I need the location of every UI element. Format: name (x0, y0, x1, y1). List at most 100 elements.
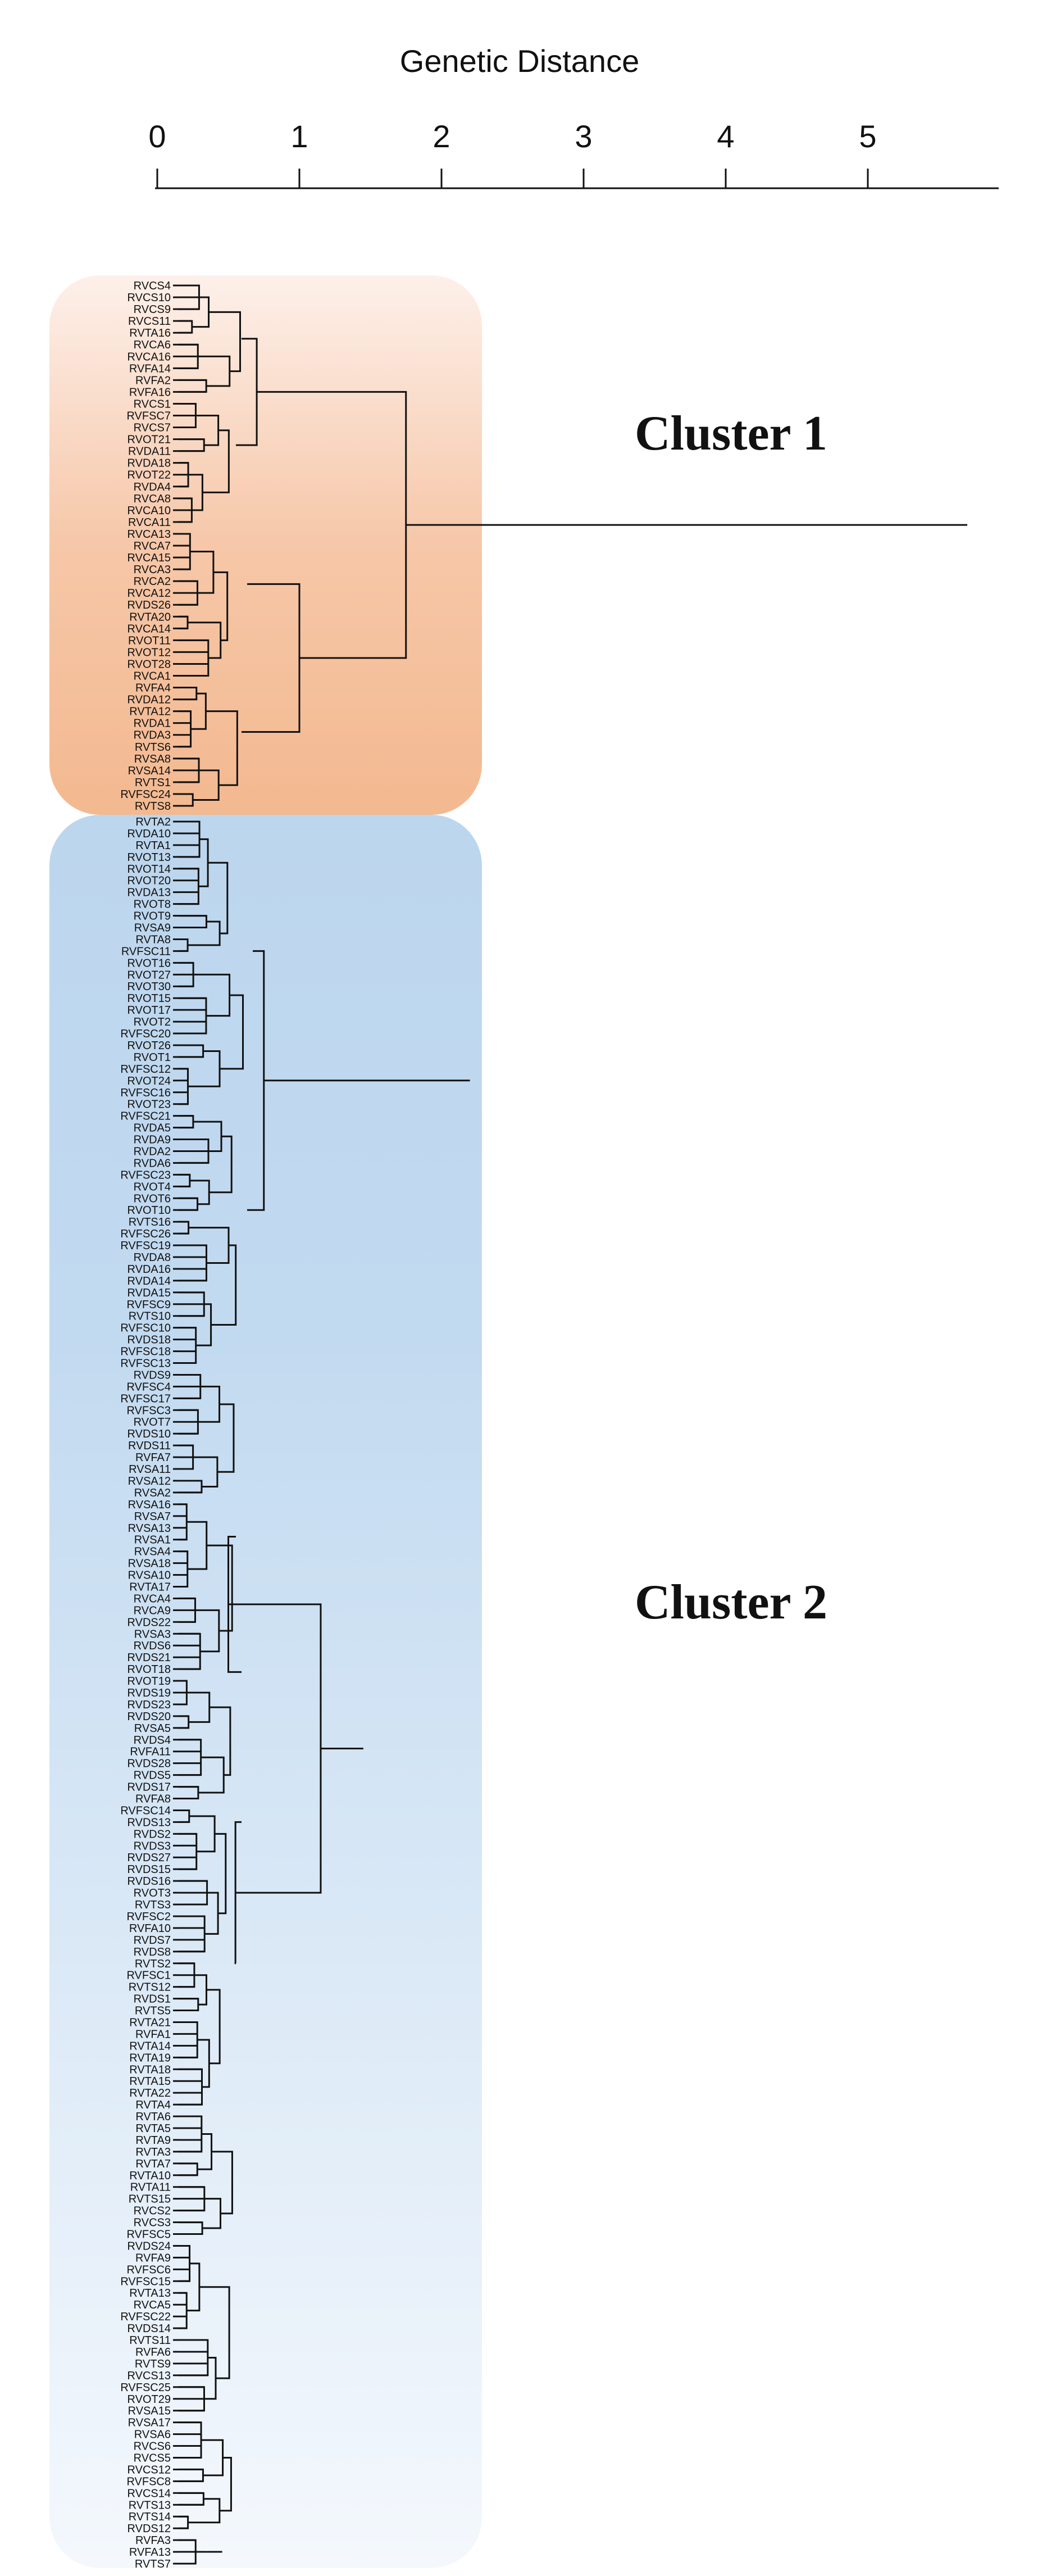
leaf-label: RVTA4 (135, 2099, 171, 2111)
leaf-label: RVOT12 (128, 646, 171, 659)
leaf-label: RVDA4 (134, 481, 171, 493)
leaf-label: RVTA6 (135, 2111, 171, 2123)
leaf-label: RVFSC22 (120, 2311, 171, 2323)
leaf-label: RVSA3 (134, 1628, 171, 1640)
leaf-label: RVCA3 (134, 564, 171, 576)
leaf-label: RVFSC19 (120, 1240, 171, 1252)
leaf-label: RVSA15 (128, 2405, 171, 2418)
leaf-label: RVCA1 (134, 670, 171, 683)
leaf-label: RVTA9 (135, 2134, 171, 2147)
axis-title: Genetic Distance (400, 43, 639, 79)
leaf-label: RVSA16 (128, 1499, 171, 1511)
leaf-label: RVFSC6 (126, 2264, 171, 2276)
leaf-label: RVCS11 (128, 315, 171, 328)
leaf-label: RVDA13 (128, 887, 171, 899)
leaf-label: RVCA11 (128, 516, 171, 529)
leaf-label: RVFSC11 (121, 945, 171, 958)
leaf-label: RVTS13 (129, 2499, 171, 2511)
leaf-label: RVFSC15 (120, 2275, 171, 2288)
leaf-label: RVCS5 (134, 2452, 171, 2464)
leaf-label: RVTA10 (129, 2170, 171, 2182)
leaf-label: RVFSC24 (120, 788, 171, 801)
clade-bracket (209, 1135, 233, 1194)
leaf-label: RVDS21 (128, 1652, 171, 1664)
leaf-label: RVTA16 (129, 327, 171, 339)
leaf-label: RVFSC18 (120, 1346, 171, 1358)
leaf-label: RVTA21 (129, 2016, 171, 2029)
leaf-label: RVCS3 (134, 2217, 171, 2229)
leaf-label: RVFSC9 (126, 1299, 171, 1311)
leaf-label: RVDS24 (128, 2240, 171, 2252)
clade-bracket (197, 2039, 210, 2088)
leaf-label: RVFSC4 (126, 1381, 171, 1393)
clade-bracket (206, 1989, 221, 2065)
leaf-label: RVTA2 (135, 816, 171, 828)
leaf-label: RVTS7 (135, 2558, 171, 2570)
leaf-label: RVDS16 (128, 1875, 171, 1888)
leaf-label: RVOT10 (128, 1204, 171, 1217)
leaf-label: RVOT8 (134, 899, 171, 911)
leaf-label: RVCA12 (128, 587, 171, 600)
clade-bracket (198, 1385, 221, 1423)
leaf-label: RVOT19 (128, 1675, 171, 1688)
leaf-label: RVSA6 (134, 2429, 171, 2441)
leaf-label: RVDS13 (128, 1816, 171, 1829)
leaf-label: RVSA10 (128, 1570, 171, 1582)
leaf-label: RVTA1 (135, 840, 171, 852)
axis-tick-label: 3 (575, 119, 592, 154)
leaf-label: RVSA12 (128, 1475, 171, 1487)
leaf-label: RVTS2 (135, 1958, 171, 1970)
leaf-label: RVOT4 (134, 1181, 171, 1193)
leaf-label: RVDS26 (128, 599, 171, 611)
clade-bracket (192, 296, 210, 328)
leaf-label: RVFA16 (129, 386, 171, 398)
leaf-label: RVCA13 (128, 528, 171, 541)
leaf-label: RVOT23 (128, 1099, 171, 1111)
axis-tick-label: 5 (859, 119, 876, 154)
leaf-label: RVCA2 (134, 575, 171, 588)
leaf-label: RVFSC26 (120, 1228, 171, 1240)
leaf-label: RVSA8 (134, 753, 171, 765)
leaf-label: RVSA11 (129, 1463, 171, 1476)
leaf-label: RVFA11 (130, 1746, 171, 1758)
leaf-label: RVCA8 (134, 493, 171, 505)
leaf-label: RVTA5 (135, 2123, 171, 2135)
leaf-label: RVDS11 (128, 1440, 171, 1452)
leaf-label: RVDS5 (134, 1770, 171, 1782)
leaf-label: RVOT26 (128, 1040, 171, 1052)
clade-bracket (193, 1456, 218, 1487)
leaf-label: RVFSC7 (126, 410, 171, 423)
leaf-label: RVOT17 (128, 1004, 171, 1017)
leaf-label: RVFA3 (135, 2534, 171, 2547)
leaf-label: RVTS8 (135, 800, 171, 813)
leaf-label: RVDS7 (134, 1934, 171, 1947)
clade-bracket (220, 994, 244, 1070)
leaf-labels: RVCS4RVCS10RVCS9RVCS11RVTA16RVCA6RVCA16R… (120, 280, 171, 2570)
leaf-label: RVOT15 (128, 992, 171, 1005)
leaf-label: RVSA1 (134, 1534, 171, 1546)
clade-bracket (209, 1706, 231, 1776)
leaf-label: RVTS9 (135, 2358, 171, 2370)
clade-bracket (215, 1833, 227, 1915)
leaf-label: RVCS2 (134, 2205, 171, 2217)
clade-bracket (193, 973, 231, 1017)
clade-bracket (206, 1544, 233, 1632)
leaf-label: RVFA14 (129, 362, 171, 375)
leaf-label: RVOT18 (128, 1663, 171, 1676)
leaf-label: RVDA11 (128, 446, 171, 458)
leaf-label: RVFSC1 (126, 1970, 171, 1982)
leaf-label: RVOT20 (128, 875, 171, 887)
leaf-label: RVCA9 (134, 1604, 171, 1617)
leaf-label: RVSA7 (134, 1511, 171, 1523)
clade-bracket (188, 920, 221, 946)
leaf-label: RVDA12 (128, 694, 171, 706)
leaf-label: RVFA7 (135, 1452, 171, 1464)
leaf-label: RVSA13 (128, 1522, 171, 1535)
clade-bracket (202, 2198, 222, 2229)
leaf-label: RVDA2 (134, 1145, 171, 1158)
leaf-label: RVFA4 (135, 682, 171, 695)
leaf-label: RVCA15 (128, 552, 171, 564)
leaf-label: RVSA2 (134, 1487, 171, 1499)
clade-bracket (204, 1892, 219, 1935)
